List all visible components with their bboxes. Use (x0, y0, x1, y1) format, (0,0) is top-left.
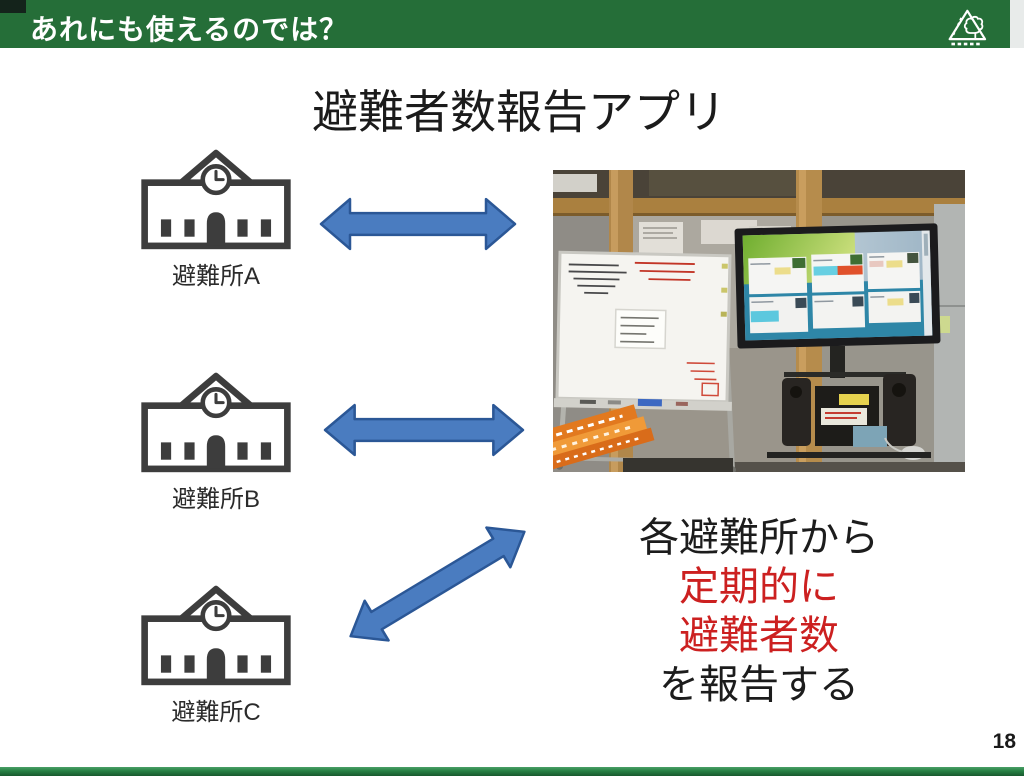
school-building-icon (141, 585, 291, 686)
shelter-b: 避難所B (138, 371, 294, 514)
double-arrow-icon-b (322, 400, 526, 460)
mountain-trees-logo-icon (942, 2, 998, 48)
school-building-icon (141, 372, 291, 473)
footer-bar (0, 767, 1024, 776)
school-building-icon (141, 149, 291, 250)
corner-dark-patch (0, 0, 26, 13)
shelter-c: 避難所C (138, 584, 294, 727)
shelter-a: 避難所A (138, 148, 294, 291)
description-line-3: 避難者数 (679, 614, 839, 658)
shelter-b-label: 避難所B (171, 486, 260, 513)
page-number: 18 (992, 730, 1016, 753)
shelter-a-label: 避難所A (171, 263, 260, 290)
description-line-4: を報告する (659, 663, 859, 707)
description-line-2: 定期的に (679, 565, 839, 609)
double-arrow-icon-c (334, 506, 542, 662)
right-edge-strip (1010, 0, 1024, 48)
shelter-c-label: 避難所C (171, 699, 261, 726)
evacuation-center-photo (531, 170, 965, 474)
header-title: あれにも使えるのでは？ (30, 14, 349, 45)
description-block: 各避難所から 定期的に 避難者数 を報告する (553, 514, 965, 710)
double-arrow-icon-a (318, 194, 518, 254)
header-bar: あれにも使えるのでは？ (0, 0, 1010, 48)
page-title: 避難者数報告アプリ (312, 86, 726, 138)
description-line-1: 各避難所から (639, 516, 879, 560)
